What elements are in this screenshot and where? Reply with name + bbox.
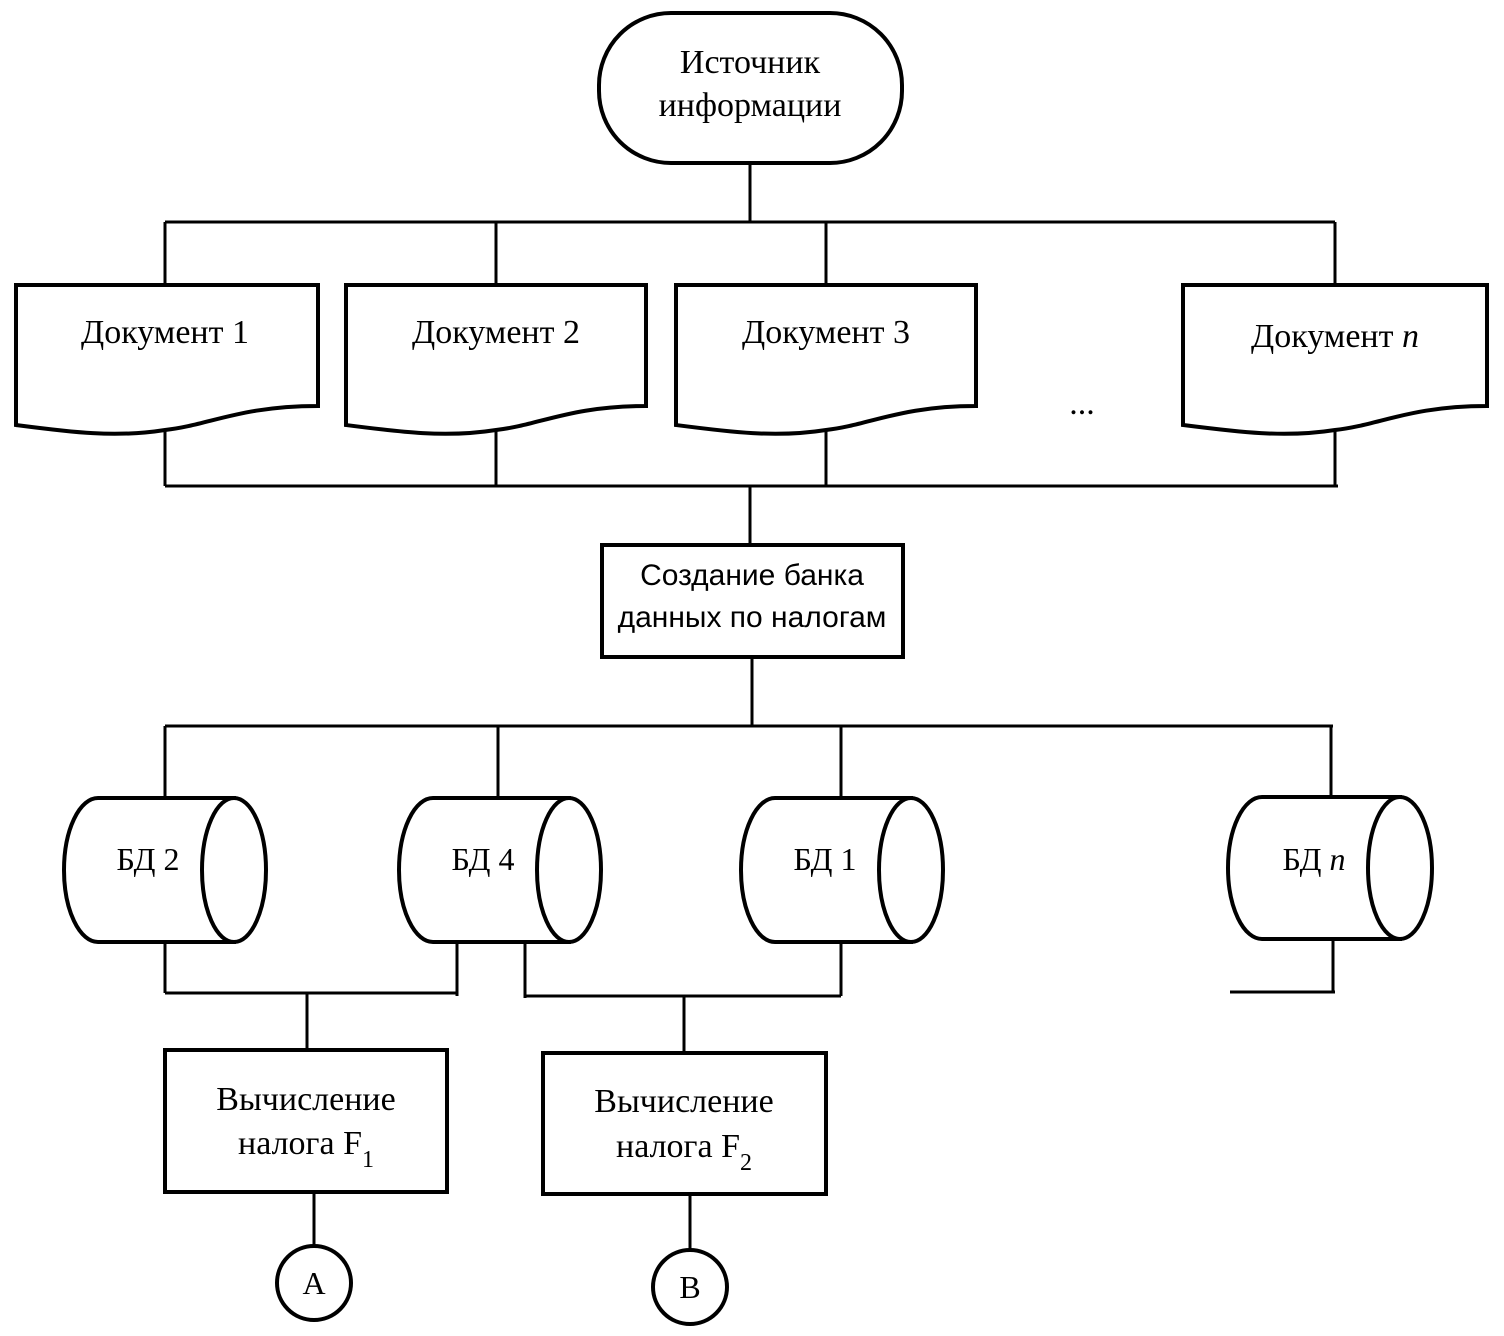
database-1-label: БД 2 xyxy=(117,841,180,877)
connector-b: B xyxy=(651,1248,729,1326)
connector-b-label: B xyxy=(679,1269,700,1305)
calc-f1-line2: налога F1 xyxy=(238,1125,374,1173)
source-line1: Источник xyxy=(680,44,821,81)
process-line2: данных по налогам xyxy=(618,601,887,634)
calc-f1-line1: Вычисление xyxy=(216,1081,395,1118)
document-1-label: Документ 1 xyxy=(81,314,249,351)
document-3-label: Документ 3 xyxy=(742,314,910,351)
process-line1: Создание банка xyxy=(640,559,864,592)
calc-tax-f1: Вычисление налога F1 xyxy=(163,1048,449,1194)
document-3: Документ 3 xyxy=(674,283,978,436)
source-terminator: Источник информации xyxy=(597,11,904,165)
ellipsis: ... xyxy=(1069,385,1095,422)
document-n-label: Документ n xyxy=(1251,318,1419,355)
connector-a-label: A xyxy=(302,1265,325,1301)
database-n: БД n xyxy=(1226,795,1434,941)
database-n-label: БД n xyxy=(1283,841,1346,877)
connector-a: A xyxy=(275,1244,353,1322)
database-2-label: БД 4 xyxy=(452,841,515,877)
process-create-bank: Создание банка данных по налогам xyxy=(600,543,905,659)
calc-f2-line1: Вычисление xyxy=(594,1083,773,1120)
calc-tax-f2: Вычисление налога F2 xyxy=(541,1051,828,1196)
connector-lines xyxy=(163,163,1338,1250)
document-n: Документ n xyxy=(1181,283,1489,436)
database-3-label: БД 1 xyxy=(794,841,857,877)
calc-f2-line2: налога F2 xyxy=(616,1128,752,1176)
database-1: БД 2 xyxy=(62,796,268,944)
source-line2: информации xyxy=(659,87,842,124)
document-2: Документ 2 xyxy=(344,283,648,436)
database-3: БД 1 xyxy=(739,796,945,944)
document-1: Документ 1 xyxy=(14,283,320,436)
document-2-label: Документ 2 xyxy=(412,314,580,351)
database-2: БД 4 xyxy=(397,796,603,944)
